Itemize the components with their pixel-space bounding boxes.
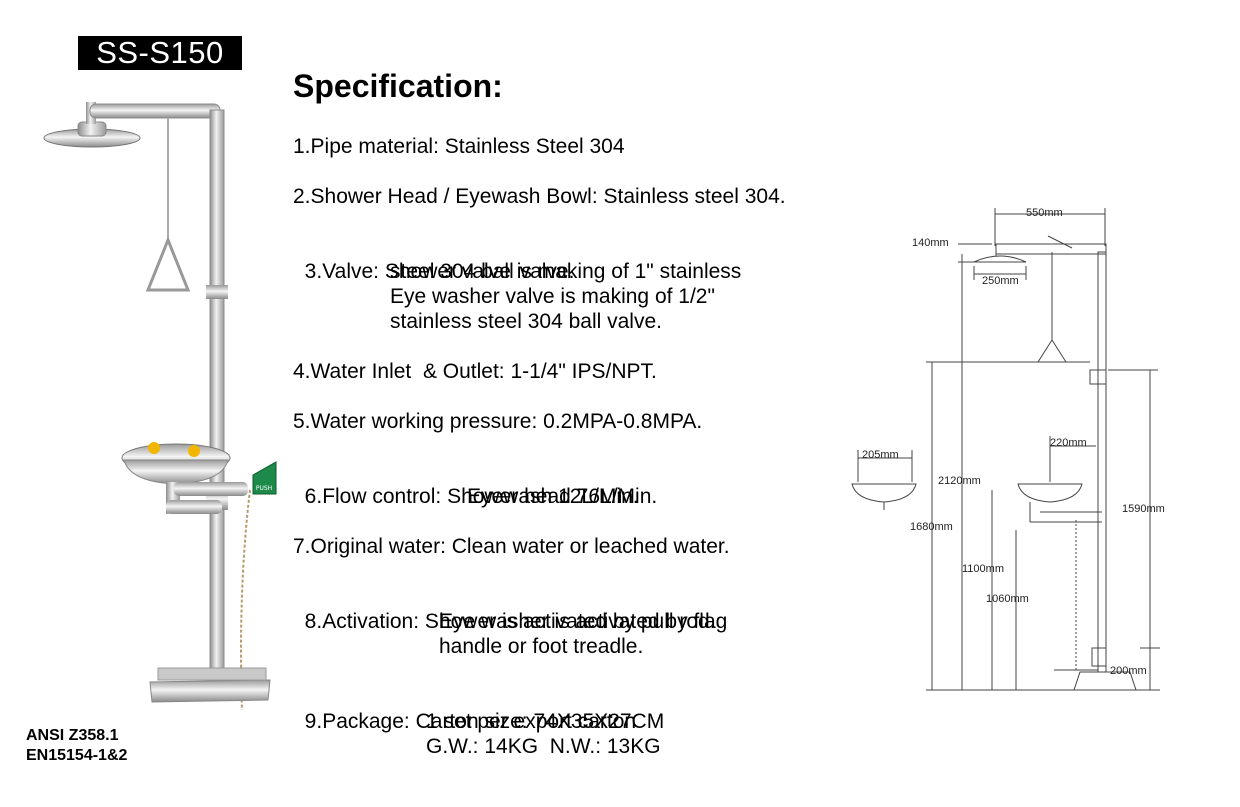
dim-140: 140mm: [912, 237, 949, 249]
standard-ansi: ANSI Z358.1: [26, 727, 119, 744]
spec-item-5: 5.Water working pressure: 0.2MPA-0.8MPA.: [293, 410, 703, 433]
dim-1680: 1680mm: [910, 521, 953, 533]
standards: ANSI Z358.1 EN15154-1&2: [26, 726, 127, 766]
spec-item-6: 6.Flow control: Shower head 76L/Min. Eye…: [304, 485, 658, 508]
dim-1060: 1060mm: [986, 593, 1029, 605]
dim-550: 550mm: [1026, 207, 1063, 219]
standard-en: EN15154-1&2: [26, 747, 128, 764]
spec-title: Specification:: [293, 68, 503, 104]
dim-200: 200mm: [1110, 665, 1147, 677]
spec-item-7: 7.Original water: Clean water or leached…: [293, 535, 730, 558]
push-label: PUSH: [256, 485, 272, 492]
spec-item-1: 1.Pipe material: Stainless Steel 304: [293, 135, 625, 158]
technical-drawing: 550mm 140mm 250mm 220mm 205mm 2120mm 168…: [851, 207, 1165, 691]
spec-item-8: 8.Activation: Shower is activated by pul…: [304, 610, 728, 658]
spec-item-9: 9.Package: Carton size: 74X35X27CM 1 set…: [304, 710, 665, 758]
dim-205: 205mm: [862, 449, 899, 461]
spec-item-2: 2.Shower Head / Eyewash Bowl: Stainless …: [293, 185, 786, 208]
spec-item-3: 3.Valve: Shower valve is making of 1" st…: [304, 260, 742, 333]
spec-item-4: 4.Water Inlet & Outlet: 1-1/4" IPS/NPT.: [293, 360, 657, 383]
dim-2120: 2120mm: [938, 475, 981, 487]
dim-1100: 1100mm: [962, 563, 1004, 575]
dim-220: 220mm: [1050, 437, 1087, 449]
model-badge: SS-S150: [78, 36, 242, 70]
dim-1590: 1590mm: [1122, 503, 1165, 515]
product-photo: PUSH: [43, 102, 277, 711]
dim-250: 250mm: [982, 275, 1019, 287]
